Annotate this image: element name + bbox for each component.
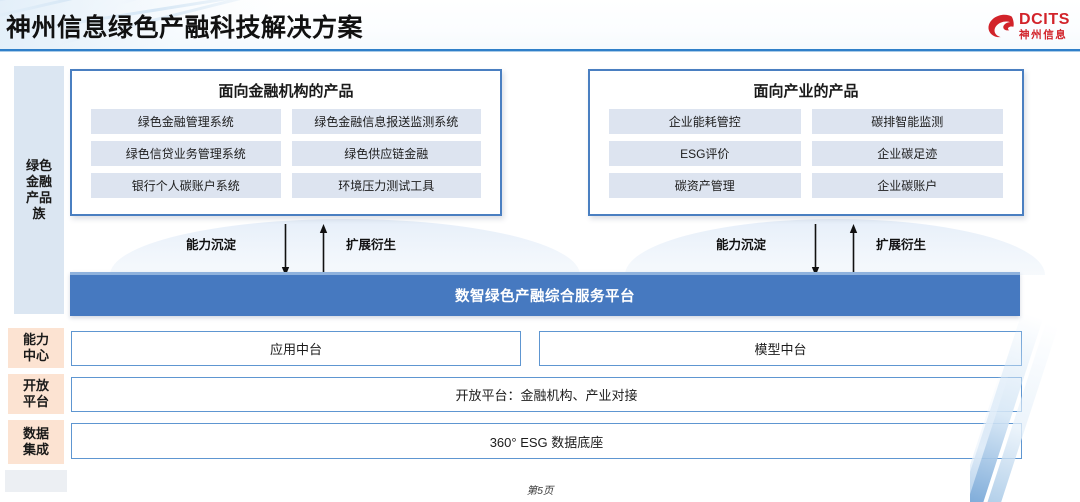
box-application-middle-platform[interactable]: 应用中台 [71,331,521,366]
page-number: 第5页 [526,485,554,497]
sidebar-item-open-platform[interactable]: 开放平台 [8,374,64,414]
panel-industry-products: 面向产业的产品 企业能耗管控 碳排智能监测 ESG评价 企业碳足迹 碳资产管理 … [588,69,1024,216]
box-data-foundation[interactable]: 360° ESG 数据底座 [71,423,1022,459]
corner-grey-block [5,470,67,492]
product-item[interactable]: ESG评价 [609,141,801,166]
box-open-platform[interactable]: 开放平台：金融机构、产业对接 [71,377,1022,412]
panel-title-industry: 面向产业的产品 [753,83,859,100]
panel-financial-institution-products: 面向金融机构的产品 绿色金融管理系统 绿色金融信息报送监测系统 绿色信贷业务管理… [70,69,502,216]
sidebar-item-data-integration[interactable]: 数据集成 [8,420,64,464]
product-item[interactable]: 绿色信贷业务管理系统 [91,141,281,166]
flow-label-capability-precipitation: 能力沉淀 [716,238,767,252]
arrow-up-icon [849,224,858,276]
brand-logo: DCITS 神州信息 [988,8,1070,44]
flow-group-right: 能力沉淀 扩展衍生 [680,222,990,278]
product-grid-financial-institution: 绿色金融管理系统 绿色金融信息报送监测系统 绿色信贷业务管理系统 绿色供应链金融… [72,101,500,198]
arrow-up-icon [319,224,328,276]
slide-header: 神州信息绿色产融科技解决方案 DCITS 神州信息 [0,0,1080,52]
platform-bar[interactable]: 数智绿色产融综合服务平台 [70,272,1020,316]
product-item[interactable]: 企业能耗管控 [609,109,801,134]
box-model-middle-platform[interactable]: 模型中台 [539,331,1022,366]
sidebar-item-green-finance-product-family[interactable]: 绿色金融产品族 [14,66,64,314]
header-rule [0,49,1080,51]
flow-group-left: 能力沉淀 扩展衍生 [150,222,460,278]
sidebar-item-capability-center[interactable]: 能力中心 [8,328,64,368]
swoosh-icon [988,14,1014,38]
page-title: 神州信息绿色产融科技解决方案 [6,14,364,42]
panel-title-financial-institution: 面向金融机构的产品 [218,83,354,100]
product-item[interactable]: 环境压力测试工具 [291,173,481,198]
product-grid-industry: 企业能耗管控 碳排智能监测 ESG评价 企业碳足迹 碳资产管理 企业碳账户 [590,101,1022,198]
header-wash [0,0,330,52]
arrow-down-icon [811,224,820,276]
product-item[interactable]: 绿色供应链金融 [291,141,481,166]
flow-label-capability-precipitation: 能力沉淀 [186,238,237,252]
flow-label-expansion-derivation: 扩展衍生 [876,238,927,252]
product-item[interactable]: 企业碳账户 [811,173,1003,198]
product-item[interactable]: 绿色金融信息报送监测系统 [291,109,481,134]
header-rule-secondary [0,51,1080,52]
product-item[interactable]: 企业碳足迹 [811,141,1003,166]
logo-cn: 神州信息 [1019,28,1068,41]
product-item[interactable]: 碳排智能监测 [811,109,1003,134]
product-item[interactable]: 碳资产管理 [609,173,801,198]
product-item[interactable]: 银行个人碳账户系统 [91,173,281,198]
arrow-down-icon [281,224,290,276]
product-item[interactable]: 绿色金融管理系统 [91,109,281,134]
flow-label-expansion-derivation: 扩展衍生 [346,238,397,252]
logo-en: DCITS [1019,10,1070,28]
logo-text-block: DCITS 神州信息 [1019,10,1070,41]
